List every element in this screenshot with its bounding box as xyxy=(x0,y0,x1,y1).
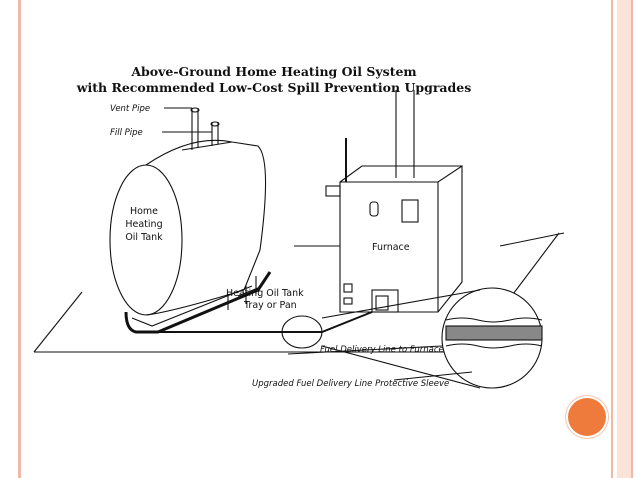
heating-oil-diagram: Above-Ground Home Heating Oil System wit… xyxy=(32,50,576,398)
sleeve-label: Upgraded Fuel Delivery Line Protective S… xyxy=(252,379,449,389)
diagram-title-line2: with Recommended Low-Cost Spill Preventi… xyxy=(76,80,472,95)
slide-right-band xyxy=(617,0,631,478)
delivery-line-callout xyxy=(281,315,323,349)
tray-leader xyxy=(237,287,259,297)
tray-label-line2: Tray or Pan xyxy=(243,300,297,311)
slide-right-border xyxy=(611,0,613,478)
sleeve-magnifier xyxy=(321,287,543,389)
delivery-line-leader xyxy=(287,345,443,355)
vent-pipe xyxy=(191,108,199,150)
fill-pipe-label: Fill Pipe xyxy=(110,128,143,138)
tank-label-line3: Oil Tank xyxy=(125,232,163,243)
slide-right-border-outer xyxy=(631,0,633,478)
furnace xyxy=(325,164,463,313)
accent-circle xyxy=(568,398,606,436)
slide-left-border xyxy=(18,0,21,478)
furnace-label: Furnace xyxy=(372,242,410,253)
oil-tank xyxy=(109,139,267,316)
delivery-line-label: Fuel Delivery Line to Furnace xyxy=(320,345,444,355)
floor-back-edge-right xyxy=(499,232,565,247)
vent-pipe-label: Vent Pipe xyxy=(110,104,150,114)
sleeve-leader xyxy=(393,371,473,381)
tank-label-line1: Home xyxy=(130,206,158,217)
tray-label-line1: Heating Oil Tank xyxy=(226,288,304,299)
diagram-title-line1: Above-Ground Home Heating Oil System xyxy=(130,64,416,79)
floor-left-edge xyxy=(33,291,83,353)
tank-label-line2: Heating xyxy=(125,219,162,230)
